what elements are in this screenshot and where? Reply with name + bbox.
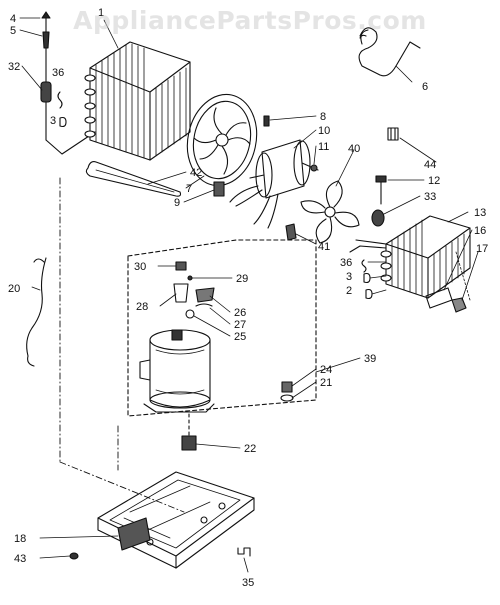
part-26-clip[interactable] (195, 287, 215, 303)
part-44-grommet[interactable] (387, 127, 399, 141)
part-27-gasket[interactable] (195, 303, 213, 307)
part-30-terminal-cover[interactable] (175, 261, 187, 271)
part-35-clip[interactable] (237, 547, 251, 557)
part-11-washer[interactable] (310, 164, 318, 172)
callout-41: 41 (318, 241, 330, 253)
part-29-screw[interactable] (187, 275, 193, 281)
part-3-clip-lower[interactable] (363, 272, 371, 284)
callout-30: 30 (134, 261, 146, 273)
callout-8: 8 (320, 111, 326, 123)
part-2-clip[interactable] (365, 288, 373, 300)
part-20-wire-harness[interactable] (26, 257, 47, 367)
part-10-fan-motor[interactable] (229, 139, 319, 229)
callout-32: 32 (8, 61, 20, 73)
callout-40: 40 (348, 143, 360, 155)
part-13-condenser-coil[interactable] (349, 215, 471, 299)
part-36-clip-lower[interactable] (361, 259, 367, 273)
part-6-tube-assembly[interactable] (358, 27, 421, 77)
callout-26: 26 (234, 307, 246, 319)
callout-35: 35 (242, 577, 254, 589)
part-5-capillary[interactable] (42, 31, 50, 83)
callout-3-upper: 3 (50, 115, 56, 127)
part-41-mount-bracket[interactable] (285, 223, 297, 241)
part-28-overload[interactable] (173, 283, 189, 303)
part-12-bolt[interactable] (375, 175, 387, 205)
part-18-insulation[interactable] (117, 517, 151, 551)
callout-24: 24 (320, 364, 332, 376)
callout-39: 39 (364, 353, 376, 365)
part-43-screw[interactable] (69, 552, 79, 560)
callout-11: 11 (318, 141, 329, 153)
callout-36-upper: 36 (52, 67, 64, 79)
part-25-grommet[interactable] (185, 309, 195, 319)
callout-42: 42 (190, 167, 202, 179)
callout-36-lower: 36 (340, 257, 352, 269)
callout-3-lower: 3 (346, 271, 352, 283)
part-22-compressor-mount[interactable] (181, 413, 197, 451)
callout-25: 25 (234, 331, 246, 343)
callout-20: 20 (8, 283, 20, 295)
callout-17: 17 (476, 243, 488, 255)
callout-4: 4 (10, 13, 16, 25)
part-42-drain-trough[interactable] (85, 161, 182, 197)
part-24-mount-grommet[interactable] (281, 381, 293, 393)
part-1-evaporator-coil[interactable] (84, 41, 191, 161)
callout-10: 10 (318, 125, 330, 137)
part-3-clip-upper[interactable] (59, 116, 67, 128)
compressor-body[interactable] (139, 329, 215, 413)
part-17-arrow-tag[interactable] (451, 297, 467, 313)
refrigerant-line-path (59, 177, 185, 513)
callout-5: 5 (10, 25, 16, 37)
callout-2: 2 (346, 285, 352, 297)
callout-6: 6 (422, 81, 428, 93)
part-4-tube-tip[interactable] (41, 11, 51, 33)
part-32-strainer[interactable] (40, 81, 96, 155)
callout-33: 33 (424, 191, 436, 203)
part-40-fan-blade[interactable] (300, 180, 360, 244)
callout-21: 21 (320, 377, 332, 389)
part-33-slinger-ring[interactable] (371, 209, 385, 227)
part-16-bracket[interactable] (425, 287, 453, 309)
callout-18: 18 (14, 533, 26, 545)
callout-44: 44 (424, 159, 436, 171)
callout-27: 27 (234, 319, 246, 331)
callout-22: 22 (244, 443, 256, 455)
part-21-washer[interactable] (280, 394, 294, 402)
callout-16: 16 (474, 225, 486, 237)
callout-28: 28 (136, 301, 148, 313)
part-39-compressor-assembly-box (127, 239, 317, 417)
callout-13: 13 (474, 207, 486, 219)
part-8-screw[interactable] (263, 115, 270, 127)
callout-29: 29 (236, 273, 248, 285)
callout-1: 1 (98, 7, 104, 19)
part-9-retaining-clip[interactable] (213, 181, 225, 197)
callout-12: 12 (428, 175, 440, 187)
callout-43: 43 (14, 553, 26, 565)
base-pan[interactable] (97, 471, 255, 569)
callout-9: 9 (174, 197, 180, 209)
part-36-clip-upper[interactable] (57, 91, 63, 109)
callout-7: 7 (186, 183, 192, 195)
part-7-blower-wheel[interactable] (179, 88, 265, 192)
